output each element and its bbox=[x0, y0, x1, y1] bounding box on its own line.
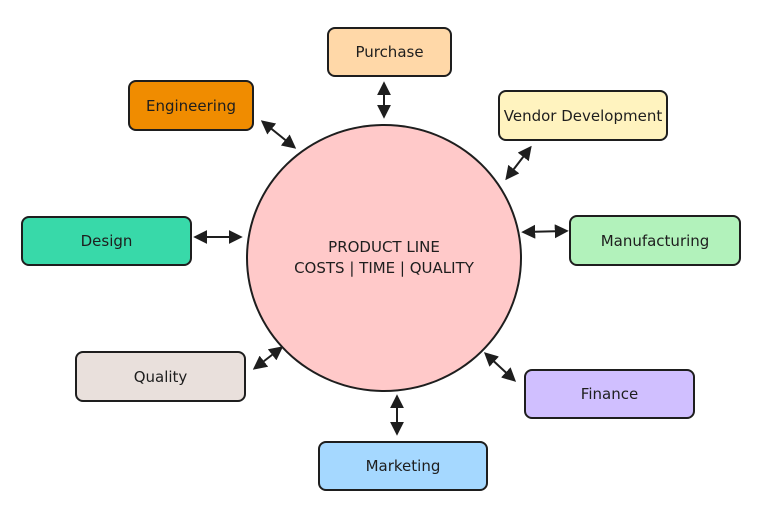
node-label: Marketing bbox=[365, 457, 441, 475]
hub-subtitle: COSTS | TIME | QUALITY bbox=[294, 259, 474, 277]
node-engineering: Engineering bbox=[128, 80, 254, 131]
hub-title: PRODUCT LINE bbox=[328, 238, 440, 256]
node-label: Design bbox=[80, 232, 133, 250]
node-label: Purchase bbox=[355, 43, 424, 61]
arrow-hub-vendor bbox=[505, 145, 532, 181]
arrow-hub-quality bbox=[252, 346, 284, 370]
node-label: Manufacturing bbox=[600, 231, 710, 250]
node-design: Design bbox=[21, 216, 192, 266]
node-marketing: Marketing bbox=[318, 441, 488, 491]
node-quality: Quality bbox=[75, 351, 246, 402]
arrow-hub-finance bbox=[483, 352, 517, 382]
node-purchase: Purchase bbox=[327, 27, 452, 77]
arrow-hub-manufacturing bbox=[521, 224, 569, 239]
node-label: Quality bbox=[133, 367, 188, 386]
arrow-hub-engineering bbox=[260, 120, 297, 149]
product-line-hub: PRODUCT LINE COSTS | TIME | QUALITY bbox=[246, 124, 522, 392]
node-vendor-development: Vendor Development bbox=[498, 90, 668, 141]
node-manufacturing: Manufacturing bbox=[569, 215, 741, 266]
node-label: Engineering bbox=[146, 96, 236, 115]
node-label: Finance bbox=[580, 385, 639, 403]
node-label: Vendor Development bbox=[503, 106, 663, 125]
node-finance: Finance bbox=[524, 369, 695, 419]
